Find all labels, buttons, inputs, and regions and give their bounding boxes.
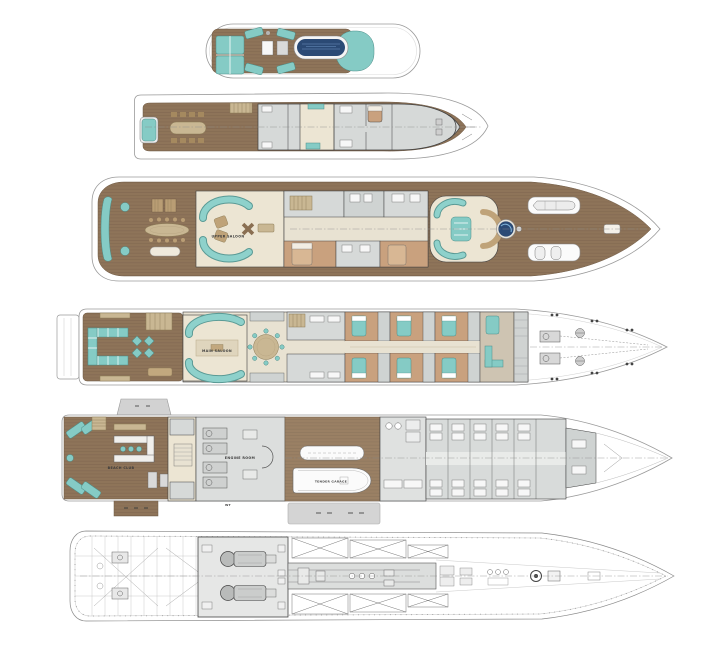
main-engine-starboard [220,585,277,601]
main-engine-port [220,551,277,567]
small-tender [299,445,365,461]
vip-lounge [479,311,515,383]
engine-room-tank-deck [197,536,289,618]
laundry [379,416,427,502]
tank-deck-plan [69,530,675,622]
aft-u-sofa [87,327,129,366]
aft-dining-table [144,217,190,243]
beach-club-flap [113,500,159,517]
bow-tender-stowage [527,196,581,262]
beach-lobby [167,416,197,502]
sun-deck-plan [205,23,421,79]
stern-sofa [100,196,113,262]
main-saloon: MAIN SALOON [182,312,248,384]
tender-garage-label: TENDER GARAGE [315,480,347,484]
side-terrace-flap [116,398,172,416]
sun-deck-jacuzzi [293,35,349,60]
beach-club: BEACH CLUB [63,416,169,500]
tender-garage: TENDER GARAGE [284,416,381,502]
aft-stairs [145,312,173,331]
coffee-tables [131,335,155,359]
aft-bench [149,246,181,257]
main-saloon-label: MAIN SALOON [202,349,232,353]
forward-technical [435,559,661,593]
bridge-deck-plan [134,92,489,160]
aft-sun-pads [151,198,177,213]
upper-saloon: UPPER SALOON [195,190,285,268]
stair-hatch [229,102,253,114]
gym-treadmill [147,471,158,489]
foredeck-mooring-gear [539,313,649,381]
sunpads [215,35,245,75]
beach-club-label: BEACH CLUB [108,466,135,470]
garage-door-flap [287,502,381,525]
upper-saloon-label: UPPER SALOON [212,235,245,239]
alfresco-dining [169,112,207,143]
helm-console [435,114,457,140]
sun-deck-table [261,40,274,56]
large-tender [292,467,372,494]
sun-loungers [244,27,296,75]
engine-room-label: ENGINE ROOM [225,456,255,460]
formal-dining [247,311,285,383]
fuel-tanks [291,537,449,615]
watertight-marker: WT [225,503,232,507]
main-deck-plan: MAIN SALOON [56,308,668,386]
engine-room: ENGINE ROOM [195,416,286,502]
sun-deck-cabinet [276,40,289,56]
captain-cabin-bed [367,105,383,123]
cross-table [241,222,255,236]
lower-deck-plan: BEACH CLUB ENGINE ROOM TENDER GARAGE WT [61,398,673,525]
owners-deck-plan: UPPER SALOON [91,176,661,282]
guest-cabins [344,311,481,383]
crew-quarters [425,418,567,500]
gym-bike [159,473,169,488]
forward-stair-trunk [513,311,529,383]
aft-plunge-pool [139,116,159,144]
swim-platform [56,314,80,380]
